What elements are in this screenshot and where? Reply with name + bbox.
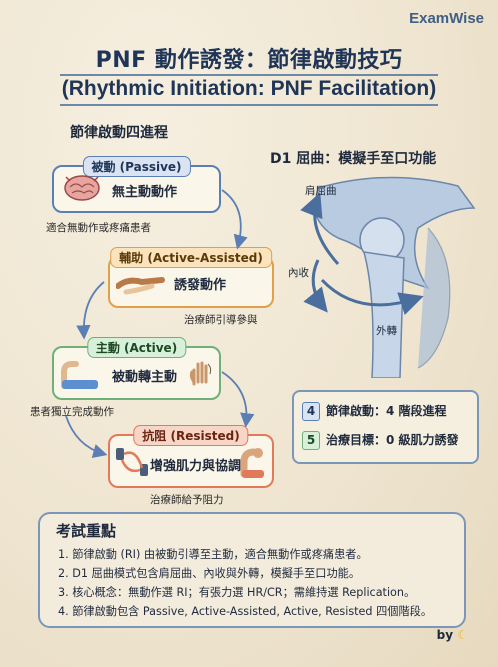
exam-item-1: 1. 節律啟動 (RI) 由被動引導至主動，適合無動作或疼痛患者。 [58,548,368,561]
stage-active-assisted-note: 治療師引導參與 [184,314,258,326]
subtitle-divider [60,104,438,106]
fact-goal: 5 治療目標：0 級肌力誘發 [302,431,459,450]
stage-passive-note: 適合無動作或疼痛患者 [46,222,151,234]
exam-item-4: 4. 節律啟動包含 Passive, Active-Assisted, Acti… [58,605,433,618]
hand-wave-icon [189,361,212,386]
fact-stages-number: 4 [302,402,320,421]
stage-active-body: 被動轉主動 [112,370,178,385]
shoulder-illustration [300,176,476,378]
exam-item-3: 3. 核心概念：無動作選 RI；有張力選 HR/CR；需維持選 Replicat… [58,586,416,599]
stage-active-assisted-body: 誘發動作 [174,278,227,293]
exam-item-2: 2. D1 屈曲模式包含肩屈曲、內收與外轉，模擬手至口功能。 [58,567,361,580]
brand-logo: ExamWise [409,10,484,27]
fact-stages-text: 節律啟動：4 階段進程 [326,404,447,418]
hands-icon [116,277,165,295]
stages-title: 節律啟動四進程 [70,125,168,141]
brain-icon [64,175,100,201]
stage-active-label: 主動 (Active) [86,337,187,358]
fact-stages: 4 節律啟動：4 階段進程 [302,402,447,421]
exam-points-box: 考試重點 1. 節律啟動 (RI) 由被動引導至主動，適合無動作或疼痛患者。 2… [38,512,466,628]
key-facts-box: 4 節律啟動：4 階段進程 5 治療目標：0 級肌力誘發 [292,390,479,464]
exam-heading: 考試重點 [56,522,117,540]
stage-active: 主動 (Active) 被動轉主動 [52,337,221,400]
stage-active-assisted-label: 輔助 (Active-Assisted) [110,247,272,268]
stage-active-assisted: 輔助 (Active-Assisted) 誘發動作 [108,247,274,308]
stage-resisted-note: 治療師給予阻力 [150,494,224,506]
label-adduction: 內收 [288,267,309,279]
fact-goal-text: 治療目標：0 級肌力誘發 [326,433,459,447]
arm-icon [61,361,98,389]
fact-goal-number: 5 [302,431,320,450]
stage-resisted-label: 抗阻 (Resisted) [133,425,249,446]
page-title: PNF 動作誘發：節律啟動技巧 [95,48,403,73]
banana-icon: ☾ [457,628,468,642]
resistance-band-icon [116,448,148,476]
stage-resisted: 抗阻 (Resisted) 增強肌力與協調 [108,425,274,488]
byline-text: by [436,628,454,642]
label-external-rotation: 外轉 [376,325,397,337]
stage-passive-label: 被動 (Passive) [82,156,191,177]
page-subtitle: (Rhythmic Initiation: PNF Facilitation) [61,77,437,100]
stage-passive-body: 無主動動作 [112,185,178,200]
stage-active-note: 患者獨立完成動作 [30,406,114,418]
label-shoulder-flexion: 肩屈曲 [305,185,337,197]
flexed-arm-icon [240,448,264,478]
stage-resisted-body: 增強肌力與協調 [150,459,242,474]
title-divider [60,74,438,76]
d1-title: D1 屈曲：模擬手至口功能 [270,151,437,167]
stage-passive: 被動 (Passive) 無主動動作 [52,156,221,213]
byline: by ☾ [437,628,468,642]
